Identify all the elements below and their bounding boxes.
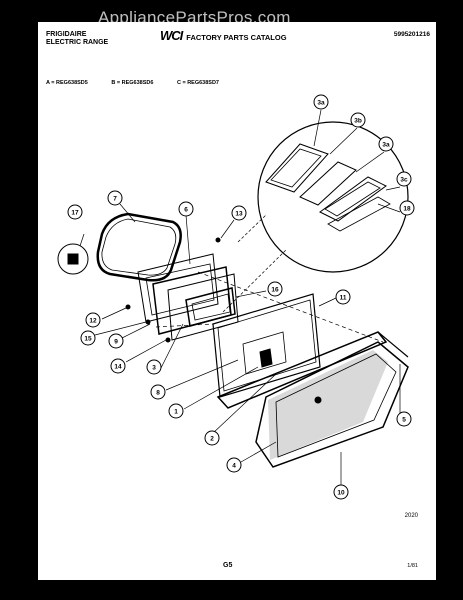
- callout-label: 8: [156, 390, 160, 397]
- callout-label: 4: [232, 463, 236, 470]
- model-b: B = REG638SD6: [111, 80, 154, 86]
- part-17-circle: [57, 243, 89, 275]
- page-code: G5: [223, 562, 233, 569]
- callout-label: 6: [184, 207, 188, 214]
- exploded-door-diagram: 3a 3b 3a 3c 18 7 6 13 17 16 11 12 15 9 1…: [57, 94, 415, 500]
- callout-label: 2: [210, 436, 214, 443]
- outer-door-panel: [212, 293, 321, 398]
- door-gasket: [96, 212, 182, 282]
- part-number: 5995201216: [393, 31, 430, 38]
- callout-label: 11: [340, 295, 347, 302]
- callout-label: 12: [89, 318, 97, 325]
- figure-code: 2020: [404, 513, 418, 519]
- brand-name: FRIGIDAIRE: [46, 31, 87, 38]
- callout-circles: [67, 94, 415, 500]
- window-pack-detail: [265, 143, 391, 232]
- model-list: A = REG638SD5 B = REG638SD6 C = REG638SD…: [46, 80, 241, 86]
- wci-logo: WCI: [160, 28, 183, 43]
- callout-label: 16: [271, 287, 279, 294]
- callout-label: 5: [402, 417, 406, 424]
- revision-date: 1/81: [407, 563, 418, 569]
- callout-label: 1: [174, 409, 178, 416]
- callout-label: 10: [337, 490, 345, 497]
- callout-label: 3a: [382, 142, 390, 149]
- model-a: A = REG638SD5: [46, 80, 88, 86]
- callout-label: 9: [114, 339, 118, 346]
- callout-label: 14: [114, 364, 122, 371]
- model-c: C = REG638SD7: [176, 80, 219, 86]
- product-type: ELECTRIC RANGE: [46, 39, 109, 46]
- catalog-title-text: FACTORY PARTS CATALOG: [186, 33, 287, 42]
- callout-labels: 3a 3b 3a 3c 18 7 6 13 17 16 11 12 15 9 1…: [71, 100, 411, 497]
- callout-label: 13: [235, 211, 243, 218]
- callout-label: 7: [113, 196, 117, 203]
- callout-label: 18: [403, 206, 411, 213]
- door-front-frame: [216, 331, 409, 468]
- callout-label: 3: [152, 365, 156, 372]
- callout-label: 17: [71, 210, 79, 217]
- callout-leaders: [79, 109, 401, 488]
- inner-door-panels: [137, 253, 239, 341]
- detail-magnifier-circle: [257, 121, 409, 273]
- brand-block: FRIGIDAIRE ELECTRIC RANGE: [46, 31, 108, 47]
- callout-label: 3b: [354, 118, 362, 125]
- callout-label: 3c: [400, 177, 408, 184]
- callout-label: 3a: [317, 100, 325, 107]
- callout-label: 15: [84, 336, 92, 343]
